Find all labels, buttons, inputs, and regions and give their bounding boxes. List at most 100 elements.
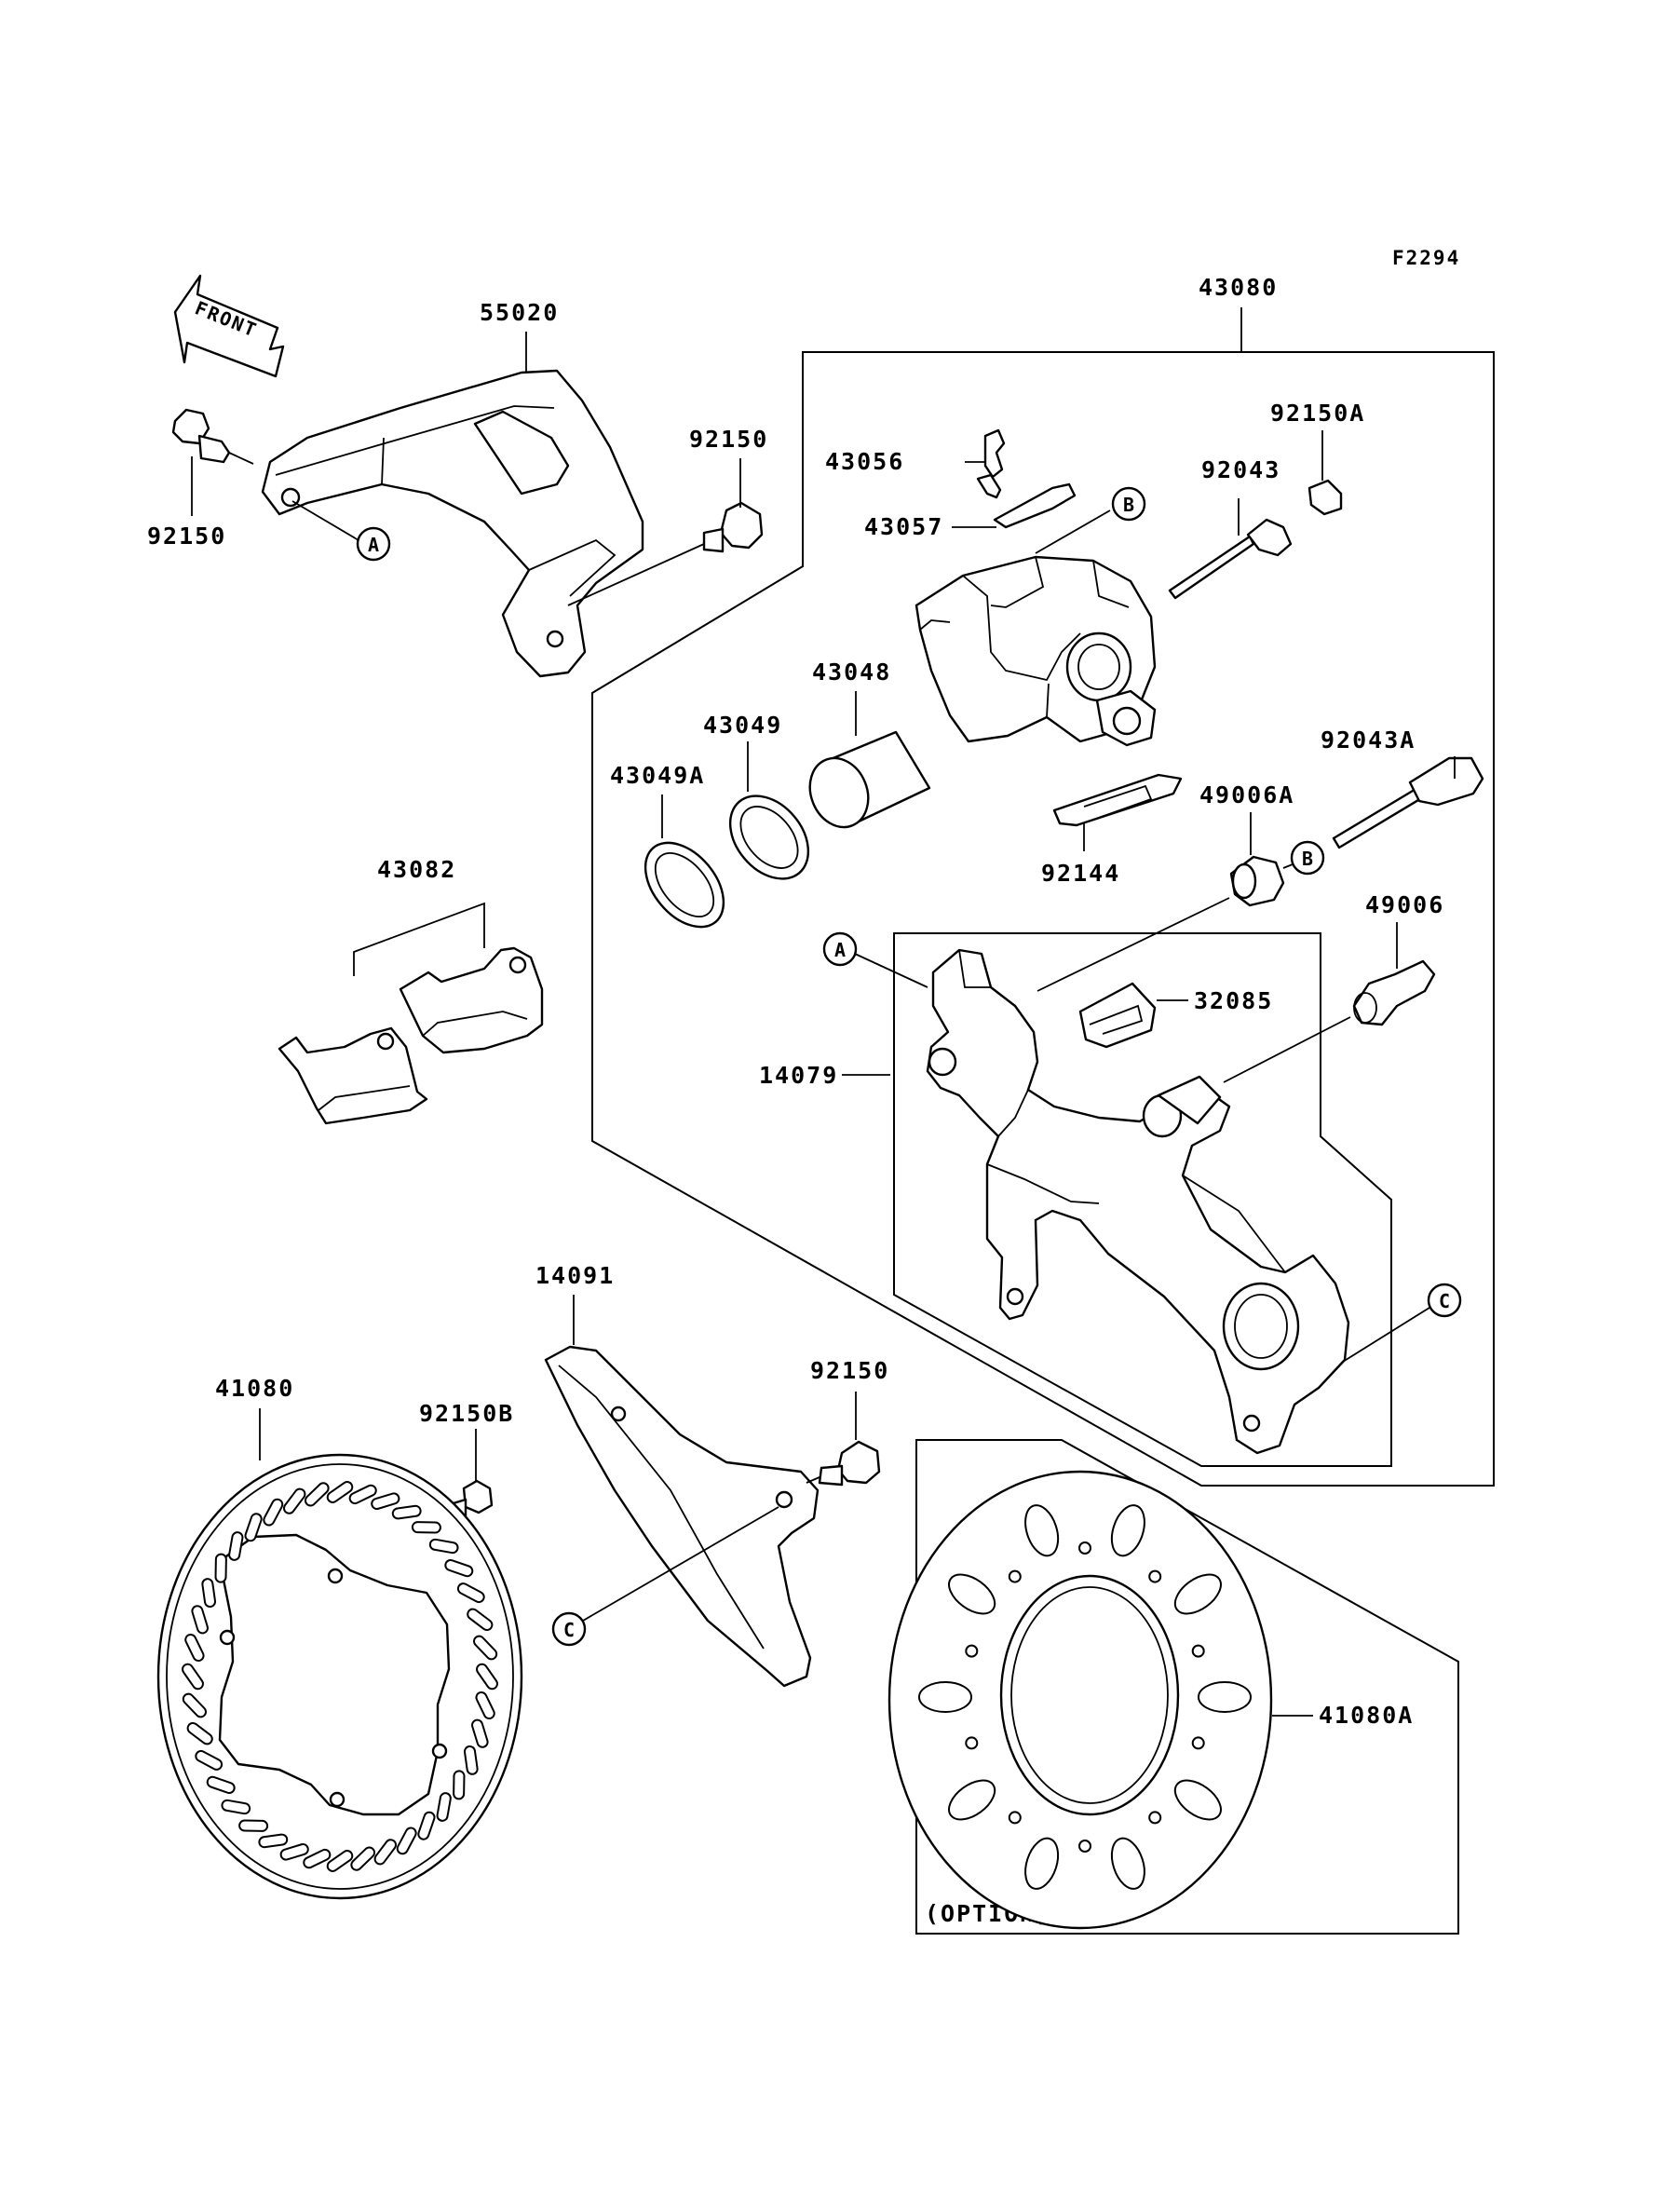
caliper-assembly-box xyxy=(591,351,1495,1487)
disc-hole xyxy=(965,1644,979,1658)
ref-circle-c-left xyxy=(551,1611,587,1647)
disc-slot xyxy=(326,1481,354,1503)
label-92150B: 92150B xyxy=(419,1400,514,1427)
disc-slot xyxy=(463,1745,479,1775)
disc-window xyxy=(948,1573,996,1615)
ref-circle-b-mid xyxy=(1290,840,1325,876)
disc-slot xyxy=(475,1691,495,1720)
brake-disc-41080 xyxy=(156,1453,523,1900)
disc-slot xyxy=(304,1482,330,1507)
bolt-92150-top xyxy=(567,501,764,606)
label-55020: 55020 xyxy=(480,299,559,326)
label-43057: 43057 xyxy=(864,513,943,540)
boot-49006A xyxy=(1036,812,1294,992)
label-92043A: 92043A xyxy=(1321,727,1416,754)
disc-slot xyxy=(396,1827,417,1855)
clip-32085 xyxy=(1078,982,1188,1049)
disc-slot xyxy=(182,1663,204,1691)
disc-slot xyxy=(471,1718,489,1748)
label-43049A: 43049A xyxy=(610,762,705,789)
label-49006A: 49006A xyxy=(1199,781,1294,808)
label-32085: 32085 xyxy=(1194,987,1273,1014)
label-92043: 92043 xyxy=(1201,456,1280,483)
disc-slot xyxy=(373,1839,398,1866)
disc-slot xyxy=(348,1484,377,1505)
disc-hole xyxy=(1008,1569,1022,1583)
disc-slot xyxy=(258,1833,289,1849)
ref-letter-c-right: C xyxy=(1439,1290,1450,1312)
disc-slot xyxy=(456,1582,485,1604)
disc-slot xyxy=(411,1521,441,1534)
label-14091: 14091 xyxy=(535,1262,615,1289)
disc-window xyxy=(1173,1779,1222,1821)
disc-slot xyxy=(453,1770,466,1800)
label-41080: 41080 xyxy=(215,1375,294,1402)
disc-slot xyxy=(195,1749,224,1771)
disc-slot xyxy=(444,1559,474,1578)
label-92150-bottom: 92150 xyxy=(810,1357,889,1384)
label-49006: 49006 xyxy=(1365,891,1444,918)
disc-slot xyxy=(282,1487,306,1514)
disc-hole xyxy=(1078,1840,1091,1853)
disc-slot xyxy=(371,1492,400,1510)
disc-slot xyxy=(476,1663,498,1691)
disc-slot xyxy=(191,1605,209,1635)
bolt-92150-left xyxy=(171,408,254,465)
caliper-holder-14079 xyxy=(926,948,1350,1455)
brake-pads-43082 xyxy=(278,946,544,1125)
disc-hole xyxy=(1191,1644,1205,1658)
disc-slot xyxy=(473,1635,498,1661)
label-92150-left: 92150 xyxy=(147,523,226,550)
disc-window xyxy=(1024,1837,1060,1890)
disc-cover-14091 xyxy=(544,1345,820,1688)
bleeder-cap-43057 xyxy=(952,482,1077,529)
boot-49006 xyxy=(1223,922,1436,1083)
disc-slot xyxy=(244,1513,263,1542)
ref-circle-b-top xyxy=(1111,486,1146,522)
plug-92150A xyxy=(1307,430,1343,516)
disc-hole xyxy=(965,1736,979,1750)
bleeder-valve-43056 xyxy=(965,428,1006,499)
disc-slot xyxy=(201,1578,217,1609)
disc-window xyxy=(918,1681,972,1713)
disc-slot xyxy=(467,1608,494,1632)
option-box xyxy=(915,1439,1459,1935)
disc-hole xyxy=(1191,1736,1205,1750)
disc-slot xyxy=(263,1498,284,1527)
disc-slot xyxy=(184,1633,205,1663)
disc-window xyxy=(1024,1504,1060,1557)
seal-43049 xyxy=(728,741,810,880)
disc-slot xyxy=(436,1792,452,1822)
seal-43049A xyxy=(644,794,725,929)
label-92144: 92144 xyxy=(1041,860,1120,887)
label-92150-top: 92150 xyxy=(689,426,768,453)
label-43080: 43080 xyxy=(1199,274,1278,301)
label-14079: 14079 xyxy=(759,1062,838,1089)
label-92150A: 92150A xyxy=(1270,400,1365,427)
front-arrow-icon: FRONT xyxy=(173,274,285,378)
ref-letter-a-mid: A xyxy=(834,939,846,961)
label-43056: 43056 xyxy=(825,448,904,475)
disc-slot xyxy=(279,1843,309,1861)
ref-letter-b-mid: B xyxy=(1302,848,1313,870)
label-41080A: 41080A xyxy=(1319,1702,1414,1729)
disc-slot xyxy=(206,1775,236,1794)
disc-slot xyxy=(214,1553,227,1583)
label-43082: 43082 xyxy=(377,856,456,883)
disc-window xyxy=(1110,1504,1145,1557)
disc-slot xyxy=(228,1531,244,1561)
pin-92043A xyxy=(1332,756,1484,849)
disc-window xyxy=(1173,1573,1222,1615)
figure-code: F2294 xyxy=(1392,247,1460,269)
disc-guard-55020 xyxy=(261,369,644,678)
pin-92043 xyxy=(1168,498,1293,600)
disc-slot xyxy=(221,1799,251,1815)
disc-slot xyxy=(303,1848,332,1869)
disc-hole xyxy=(1078,1541,1091,1555)
label-43049: 43049 xyxy=(703,712,782,739)
disc-window xyxy=(1198,1681,1252,1713)
disc-slot xyxy=(350,1846,376,1871)
disc-window xyxy=(1110,1837,1145,1890)
pad-spring-92144 xyxy=(1052,773,1183,851)
